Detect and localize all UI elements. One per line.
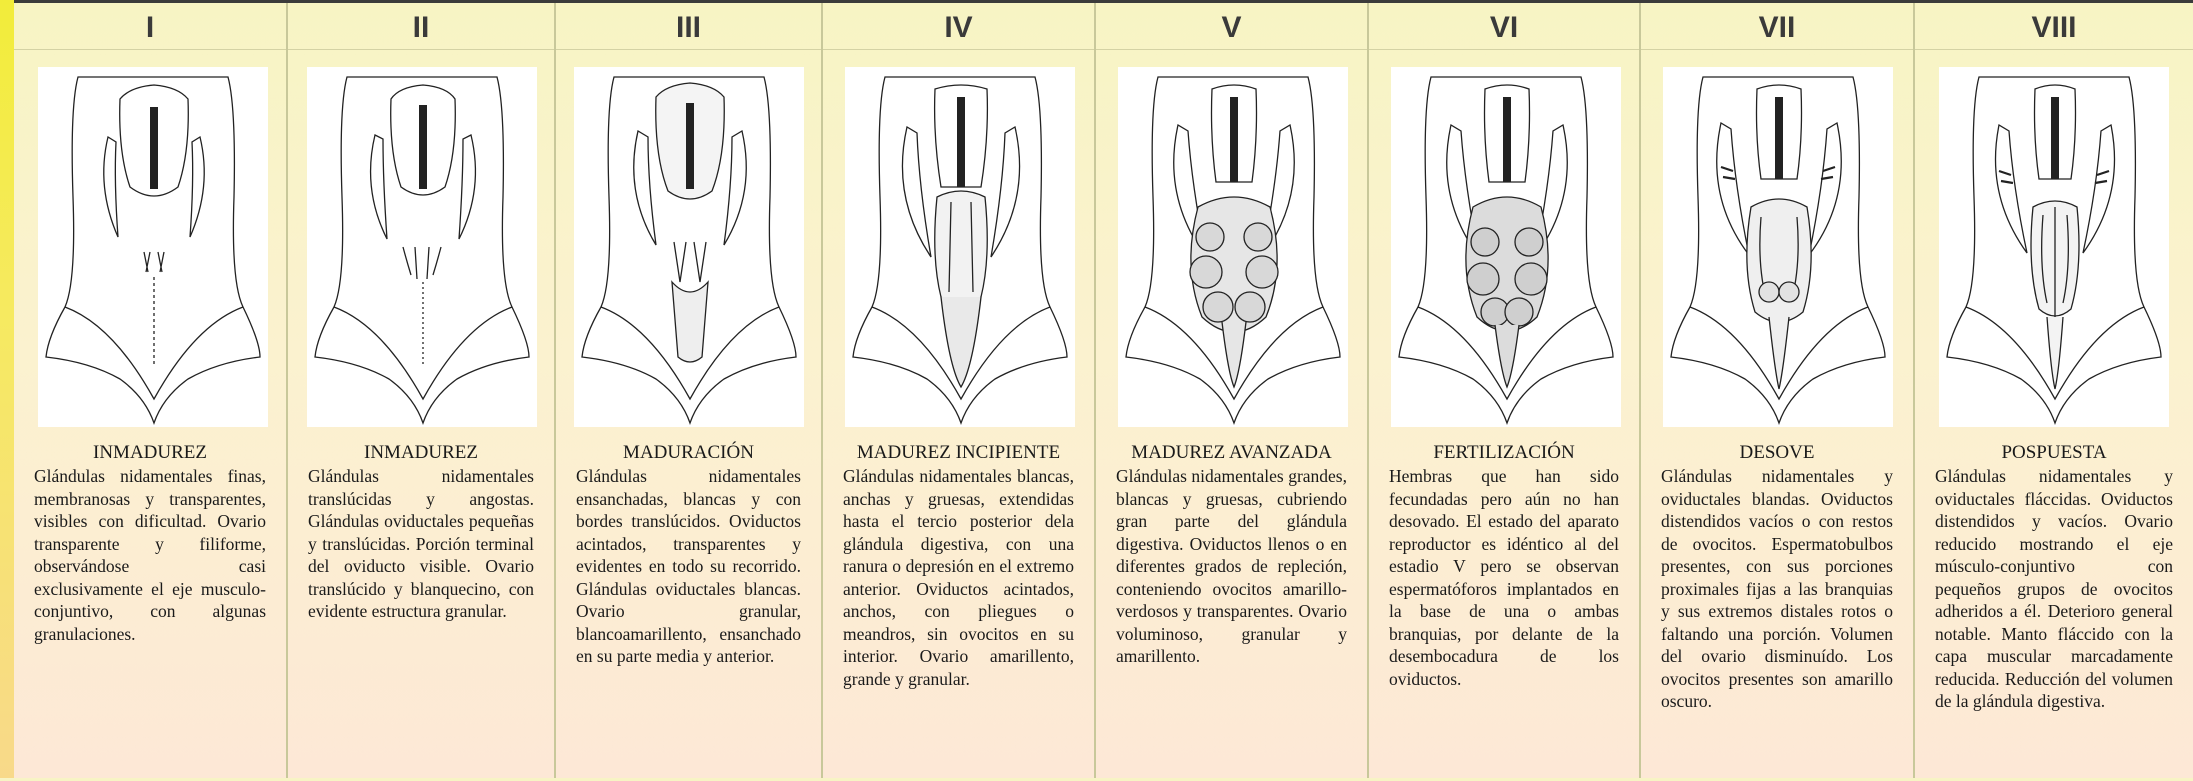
- stage-caption: MADUREZ INCIPIENTE Glándulas nidamentale…: [843, 441, 1074, 690]
- stage-column-8: VIII POSPUESTA Glándulas nidament: [1913, 3, 2193, 778]
- squid-anatomy-drawing-stage-5: [1118, 67, 1348, 427]
- stage-title: DESOVE: [1661, 441, 1893, 465]
- stage-title: POSPUESTA: [1935, 441, 2173, 465]
- stage-description: Glándulas nidamentales y oviductales bla…: [1661, 465, 1893, 713]
- stage-caption: INMADUREZ Glándulas nidamentales translú…: [308, 441, 534, 623]
- stage-description: Glándulas nidamentales finas, membranosa…: [34, 465, 266, 645]
- squid-anatomy-drawing-stage-6: [1391, 67, 1621, 427]
- stage-numeral: VI: [1369, 3, 1639, 50]
- stage-numeral: V: [1096, 3, 1367, 50]
- stage-numeral: VIII: [1915, 3, 2193, 50]
- stage-column-4: IV MADUREZ INCIPIENTE Glándulas nidament…: [821, 3, 1094, 778]
- stage-title: INMADUREZ: [308, 441, 534, 465]
- stage-title: FERTILIZACIÓN: [1389, 441, 1619, 465]
- stage-caption: INMADUREZ Glándulas nidamentales finas, …: [34, 441, 266, 645]
- stage-numeral: I: [14, 3, 286, 50]
- stage-column-6: VI: [1367, 3, 1639, 778]
- stage-illustration: [845, 67, 1075, 427]
- squid-anatomy-drawing-stage-8: [1939, 67, 2169, 427]
- squid-anatomy-drawing-stage-4: [845, 67, 1075, 427]
- stage-column-5: V: [1094, 3, 1367, 778]
- stage-caption: MADUREZ AVANZADA Glándulas nidamentales …: [1116, 441, 1347, 668]
- stage-numeral: VII: [1641, 3, 1913, 50]
- stage-caption: MADURACIÓN Glándulas nidamentales ensanc…: [576, 441, 801, 668]
- stage-description: Hembras que han sido fecundadas pero aún…: [1389, 465, 1619, 690]
- stage-description: Glándulas nidamentales ensanchadas, blan…: [576, 465, 801, 668]
- squid-anatomy-drawing-stage-2: [307, 67, 537, 427]
- stage-title: MADUREZ AVANZADA: [1116, 441, 1347, 465]
- stage-illustration: [1939, 67, 2169, 427]
- stage-description: Glándulas nidamentales translúcidas y an…: [308, 465, 534, 623]
- stage-caption: POSPUESTA Glándulas nidamentales y ovidu…: [1935, 441, 2173, 713]
- stage-caption: FERTILIZACIÓN Hembras que han sido fecun…: [1389, 441, 1619, 690]
- stage-title: MADURACIÓN: [576, 441, 801, 465]
- stage-column-2: II INMADUREZ Glándulas nidamentales tran…: [286, 3, 554, 778]
- stage-numeral: III: [556, 3, 821, 50]
- stage-numeral: II: [288, 3, 554, 50]
- squid-anatomy-drawing-stage-1: [38, 67, 268, 427]
- stage-illustration: [1663, 67, 1893, 427]
- left-accent-bar: [0, 0, 14, 778]
- stage-illustration: [38, 67, 268, 427]
- squid-anatomy-drawing-stage-3: [574, 67, 804, 427]
- stage-illustration: [1391, 67, 1621, 427]
- stages-table: I INMADUREZ Glándulas nidamentales finas…: [14, 0, 2193, 781]
- stage-illustration: [307, 67, 537, 427]
- stage-description: Glándulas nidamentales y oviductales flá…: [1935, 465, 2173, 713]
- stage-description: Glándulas nidamentales grandes, blancas …: [1116, 465, 1347, 668]
- stage-column-1: I INMADUREZ Glándulas nidamentales finas…: [14, 3, 286, 778]
- stage-illustration: [1118, 67, 1348, 427]
- stage-title: MADUREZ INCIPIENTE: [843, 441, 1074, 465]
- stage-illustration: [574, 67, 804, 427]
- stage-caption: DESOVE Glándulas nidamentales y oviducta…: [1661, 441, 1893, 713]
- stage-description: Glándulas nidamentales blancas, anchas y…: [843, 465, 1074, 690]
- stage-title: INMADUREZ: [34, 441, 266, 465]
- stage-column-3: III MADURACIÓN Glándulas nidamentales en…: [554, 3, 821, 778]
- squid-anatomy-drawing-stage-7: [1663, 67, 1893, 427]
- stage-column-7: VII DESOVE: [1639, 3, 1913, 778]
- stage-numeral: IV: [823, 3, 1094, 50]
